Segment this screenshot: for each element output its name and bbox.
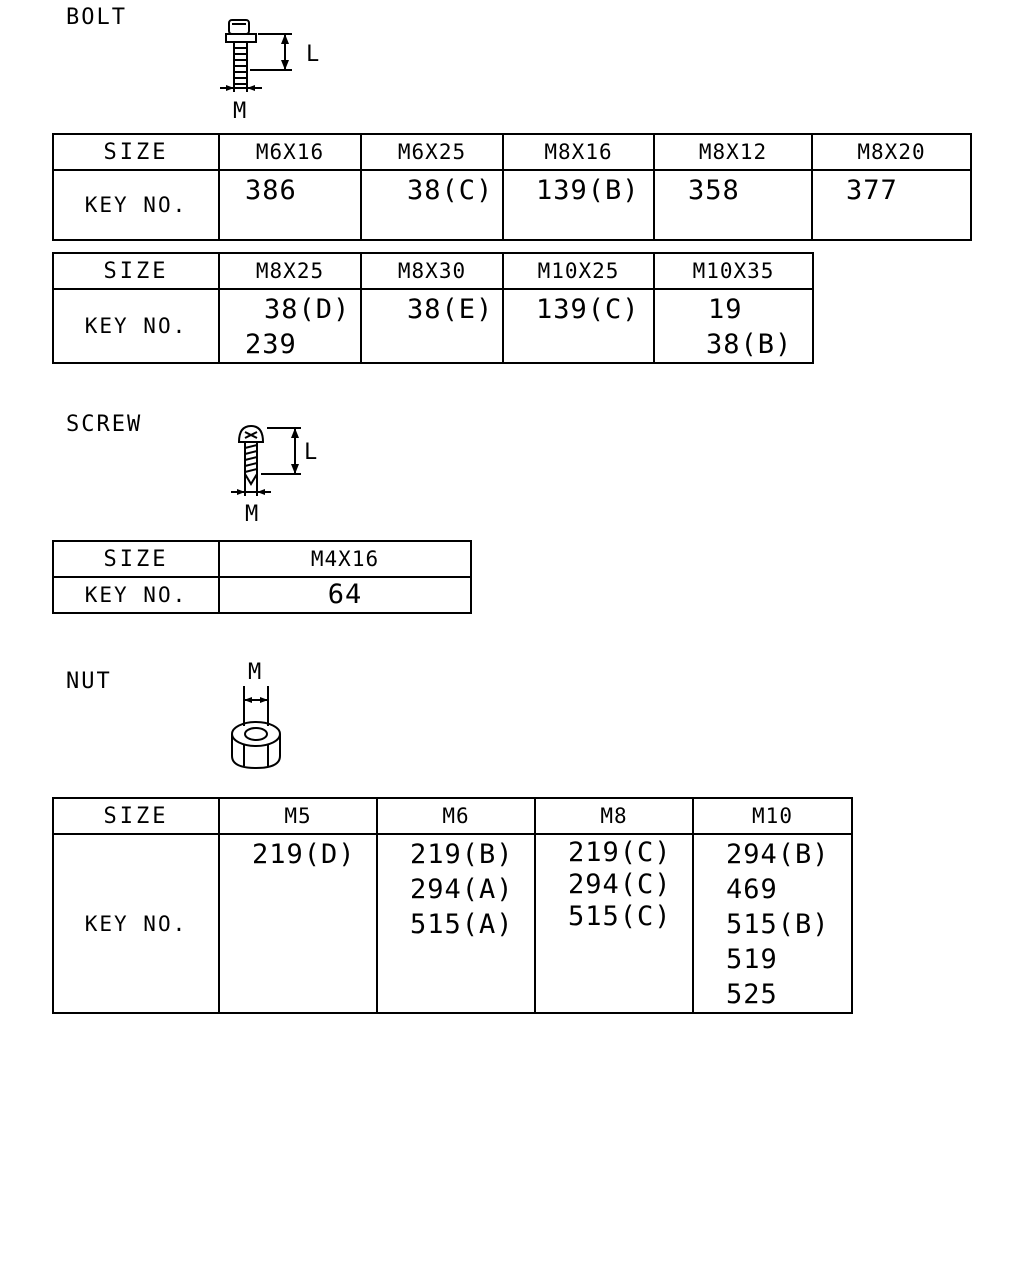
key-number-cell: 64 xyxy=(218,576,472,614)
key-number: 38(B) xyxy=(706,329,793,360)
key-number: 377 xyxy=(846,175,898,206)
key-number-cell: 38(D) 239 xyxy=(218,288,362,364)
key-number: 19 xyxy=(708,294,743,325)
size-header: SIZE xyxy=(52,540,220,578)
key-number: 139(C) xyxy=(536,294,640,325)
size-header: SIZE xyxy=(52,797,220,835)
key-number-cell: 377 xyxy=(811,169,972,241)
screw-diameter-label: M xyxy=(245,502,261,527)
key-number: 386 xyxy=(245,175,297,206)
screw-length-label: L xyxy=(304,440,320,465)
key-number-cell: 219(D) xyxy=(218,833,378,1014)
key-number-cell: 139(C) xyxy=(502,288,655,364)
screw-table: SIZE M4X16 KEY NO. 64 xyxy=(52,540,472,614)
size-column-header: M10X25 xyxy=(502,252,655,290)
key-number: 38(D) xyxy=(264,294,351,325)
key-number-cell: 386 xyxy=(218,169,362,241)
bolt-diameter-label: M xyxy=(233,99,249,124)
key-number-cell: 38(C) xyxy=(360,169,504,241)
key-number: 219(C) xyxy=(568,837,672,868)
nut-table: SIZE M5 M6 M8 M10 KEY NO. 219(D) 219(B) … xyxy=(52,797,853,1014)
nut-diameter-label: M xyxy=(248,660,264,685)
key-number-cell: 358 xyxy=(653,169,813,241)
key-number-cell: 219(C) 294(C) 515(C) xyxy=(534,833,694,1014)
key-number: 38(C) xyxy=(407,175,494,206)
key-number-cell: 139(B) xyxy=(502,169,655,241)
key-number: 294(B) xyxy=(726,839,830,870)
key-number-header: KEY NO. xyxy=(52,288,220,364)
size-column-header: M6X25 xyxy=(360,133,504,171)
size-column-header: M8X25 xyxy=(218,252,362,290)
key-number: 139(B) xyxy=(536,175,640,206)
key-number: 358 xyxy=(688,175,740,206)
key-number-cell: 219(B) 294(A) 515(A) xyxy=(376,833,536,1014)
key-number: 515(B) xyxy=(726,909,830,940)
key-number: 294(C) xyxy=(568,869,672,900)
size-column-header: M6X16 xyxy=(218,133,362,171)
key-number: 515(C) xyxy=(568,901,672,932)
key-number: 515(A) xyxy=(410,909,514,940)
key-number-cell: 19 38(B) xyxy=(653,288,814,364)
key-number: 38(E) xyxy=(407,294,494,325)
key-number-cell: 294(B) 469 515(B) 519 525 xyxy=(692,833,853,1014)
key-number-header: KEY NO. xyxy=(52,576,220,614)
size-column-header: M6 xyxy=(376,797,536,835)
size-column-header: M4X16 xyxy=(218,540,472,578)
size-column-header: M5 xyxy=(218,797,378,835)
screw-section-label: SCREW xyxy=(66,412,143,437)
key-number: 519 xyxy=(726,944,778,975)
size-column-header: M8X30 xyxy=(360,252,504,290)
size-column-header: M8X20 xyxy=(811,133,972,171)
key-number: 64 xyxy=(327,579,363,610)
key-number: 219(B) xyxy=(410,839,514,870)
key-number: 239 xyxy=(245,329,297,360)
nut-diagram-icon xyxy=(231,686,281,770)
bolt-diagram-icon xyxy=(220,19,292,92)
size-column-header: M10 xyxy=(692,797,853,835)
size-column-header: M10X35 xyxy=(653,252,814,290)
size-column-header: M8 xyxy=(534,797,694,835)
size-column-header: M8X12 xyxy=(653,133,813,171)
key-number: 294(A) xyxy=(410,874,514,905)
size-column-header: M8X16 xyxy=(502,133,655,171)
key-number: 469 xyxy=(726,874,778,905)
screw-diagram-icon xyxy=(231,424,301,496)
bolt-section-label: BOLT xyxy=(66,5,127,30)
size-header: SIZE xyxy=(52,252,220,290)
key-number-header: KEY NO. xyxy=(52,833,220,1014)
bolt-length-label: L xyxy=(306,42,322,67)
size-header: SIZE xyxy=(52,133,220,171)
bolt-table-1: SIZE M6X16 M6X25 M8X16 M8X12 M8X20 KEY N… xyxy=(52,133,972,241)
key-number: 219(D) xyxy=(252,839,356,870)
key-number-cell: 38(E) xyxy=(360,288,504,364)
key-number-header: KEY NO. xyxy=(52,169,220,241)
bolt-table-2: SIZE M8X25 M8X30 M10X25 M10X35 KEY NO. 3… xyxy=(52,252,814,364)
key-number: 525 xyxy=(726,979,778,1010)
nut-section-label: NUT xyxy=(66,669,112,694)
